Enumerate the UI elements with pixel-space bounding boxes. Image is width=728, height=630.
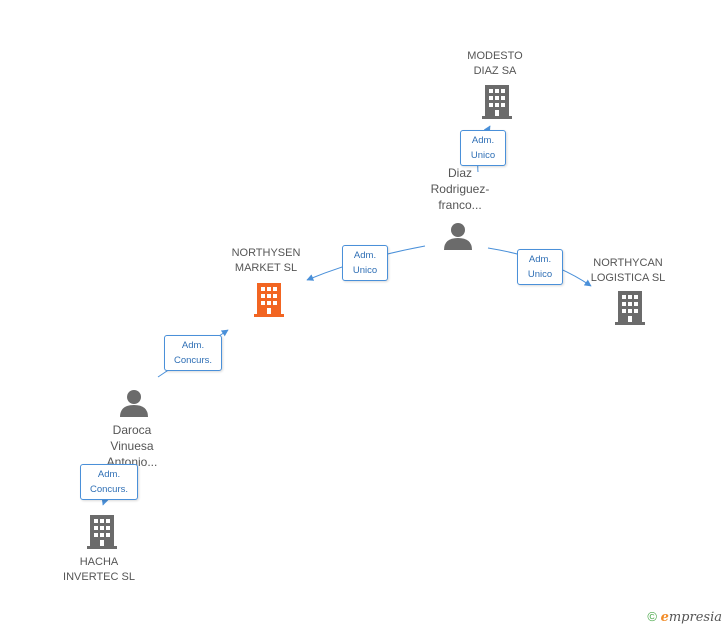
company-name-northysen[interactable]: NORTHYSEN MARKET SL [231,247,301,274]
building-icon[interactable] [87,515,117,549]
edge-label-daroca-hacha: Adm. Concurs. [80,464,138,500]
edge-label-diaz-northycan: Adm. Unico [517,249,563,285]
person-name-daroca[interactable]: Daroca Vinuesa Antonio... [106,423,158,468]
company-name-modesto[interactable]: MODESTO DIAZ SA [467,50,523,77]
brand-logo: empresia [660,610,722,625]
company-name-northycan[interactable]: NORTHYCAN LOGISTICA SL [590,257,666,284]
edge-label-diaz-modesto: Adm. Unico [460,130,506,166]
brand-footer: © empresia [647,609,722,625]
person-icon[interactable] [444,223,472,250]
edge-label-diaz-northysen: Adm. Unico [342,245,388,281]
edge-label-daroca-northysen: Adm. Concurs. [164,335,222,371]
building-icon[interactable] [482,85,512,119]
building-icon[interactable] [615,291,645,325]
person-name-diaz[interactable]: Diaz Rodriguez- franco... [430,166,490,212]
company-name-hacha[interactable]: HACHA INVERTEC SL [63,556,135,583]
person-icon[interactable] [120,390,148,417]
copyright-symbol: © [647,609,657,624]
building-icon-highlighted[interactable] [254,283,284,317]
